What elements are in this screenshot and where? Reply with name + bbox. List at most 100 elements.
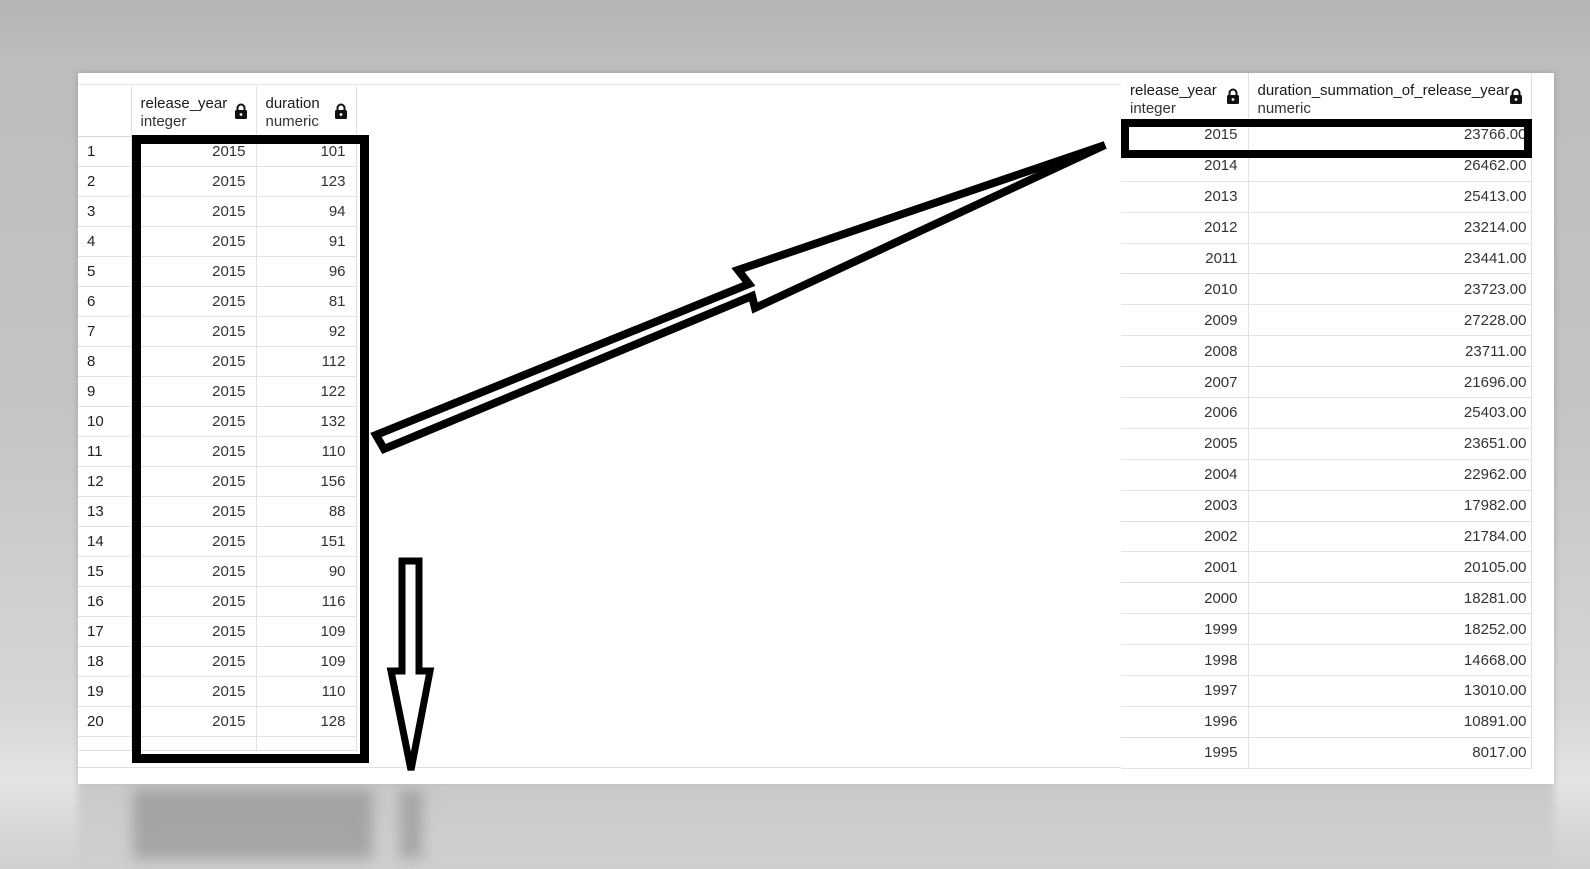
cell-release-year[interactable]: 2012 [1121,212,1249,244]
cell-release-year[interactable]: 2015 [131,256,257,287]
cell-release-year[interactable]: 2008 [1121,335,1249,368]
cell-duration-summation[interactable]: 27228.00 [1248,304,1532,337]
row-number[interactable]: 11 [78,436,132,467]
cell-release-year[interactable]: 2003 [1121,490,1249,522]
cell-duration[interactable]: 109 [256,616,357,647]
cell-release-year[interactable]: 1997 [1121,675,1249,707]
cell-duration-summation[interactable]: 8017.00 [1248,737,1532,769]
cell-duration[interactable]: 81 [256,286,357,317]
cell-duration[interactable]: 90 [256,556,357,587]
row-number[interactable]: 10 [78,406,132,437]
cell-duration-summation[interactable]: 21696.00 [1248,366,1532,399]
cell-duration-summation[interactable]: 23711.00 [1248,335,1532,368]
cell-release-year[interactable]: 2010 [1121,273,1249,306]
cell-release-year[interactable]: 1995 [1121,737,1249,769]
row-number[interactable]: 4 [78,226,132,257]
cell-release-year[interactable]: 2002 [1121,521,1249,553]
cell-duration[interactable]: 116 [256,586,357,617]
cell-release-year[interactable]: 2005 [1121,428,1249,460]
cell-release-year[interactable]: 2006 [1121,397,1249,429]
cell-duration[interactable]: 94 [256,196,357,227]
row-number[interactable]: 17 [78,616,132,647]
cell-release-year[interactable]: 2004 [1121,459,1249,491]
cell-duration[interactable]: 88 [256,496,357,527]
cell-duration[interactable]: 110 [256,676,357,707]
cell-release-year[interactable]: 2007 [1121,366,1249,399]
row-number[interactable]: 8 [78,346,132,377]
cell-duration-summation[interactable]: 14668.00 [1248,644,1532,677]
row-number[interactable]: 2 [78,166,132,197]
cell-release-year[interactable]: 2015 [131,676,257,707]
row-number[interactable]: 12 [78,466,132,497]
cell-duration-summation[interactable]: 25403.00 [1248,397,1532,429]
cell-duration-summation[interactable]: 21784.00 [1248,521,1532,553]
cell-release-year[interactable]: 1998 [1121,644,1249,677]
cell-duration[interactable]: 91 [256,226,357,257]
cell-release-year[interactable]: 2001 [1121,551,1249,584]
cell-release-year[interactable]: 2015 [131,436,257,467]
cell-duration[interactable]: 122 [256,376,357,407]
cell-release-year[interactable]: 2015 [131,346,257,377]
cell-duration-summation[interactable]: 18281.00 [1248,582,1532,615]
cell-duration-summation[interactable]: 18252.00 [1248,613,1532,646]
cell-duration-summation[interactable]: 17982.00 [1248,490,1532,522]
row-number[interactable]: 15 [78,556,132,587]
cell-duration[interactable]: 132 [256,406,357,437]
cell-duration[interactable]: 96 [256,256,357,287]
cell-duration[interactable]: 109 [256,646,357,677]
column-header-release-year[interactable]: release_year integer [1121,73,1249,120]
cell-release-year[interactable]: 2015 [131,316,257,347]
cell-release-year[interactable]: 2015 [131,586,257,617]
cell-release-year[interactable]: 2015 [131,286,257,317]
cell-duration[interactable]: 123 [256,166,357,197]
cell-duration-summation[interactable]: 23651.00 [1248,428,1532,460]
cell-duration[interactable]: 156 [256,466,357,497]
cell-release-year[interactable]: 2015 [131,526,257,557]
cell-duration-summation[interactable]: 20105.00 [1248,551,1532,584]
row-number[interactable]: 5 [78,256,132,287]
cell-duration-summation[interactable]: 23723.00 [1248,273,1532,306]
cell-release-year[interactable]: 2015 [131,226,257,257]
cell-release-year[interactable]: 2015 [131,466,257,497]
cell-duration-summation[interactable]: 22962.00 [1248,459,1532,491]
cell-duration-summation[interactable]: 13010.00 [1248,675,1532,707]
row-number[interactable]: 14 [78,526,132,557]
cell-release-year[interactable]: 2015 [131,556,257,587]
cell-release-year[interactable]: 2015 [131,616,257,647]
row-number[interactable]: 6 [78,286,132,317]
row-number[interactable]: 20 [78,706,132,737]
row-number[interactable]: 9 [78,376,132,407]
cell-duration[interactable]: 110 [256,436,357,467]
cell-duration[interactable]: 128 [256,706,357,737]
column-header-duration[interactable]: duration numeric [256,86,357,137]
cell-release-year[interactable]: 2015 [131,196,257,227]
cell-release-year[interactable]: 1996 [1121,706,1249,738]
row-number[interactable]: 19 [78,676,132,707]
cell-release-year[interactable]: 2009 [1121,304,1249,337]
